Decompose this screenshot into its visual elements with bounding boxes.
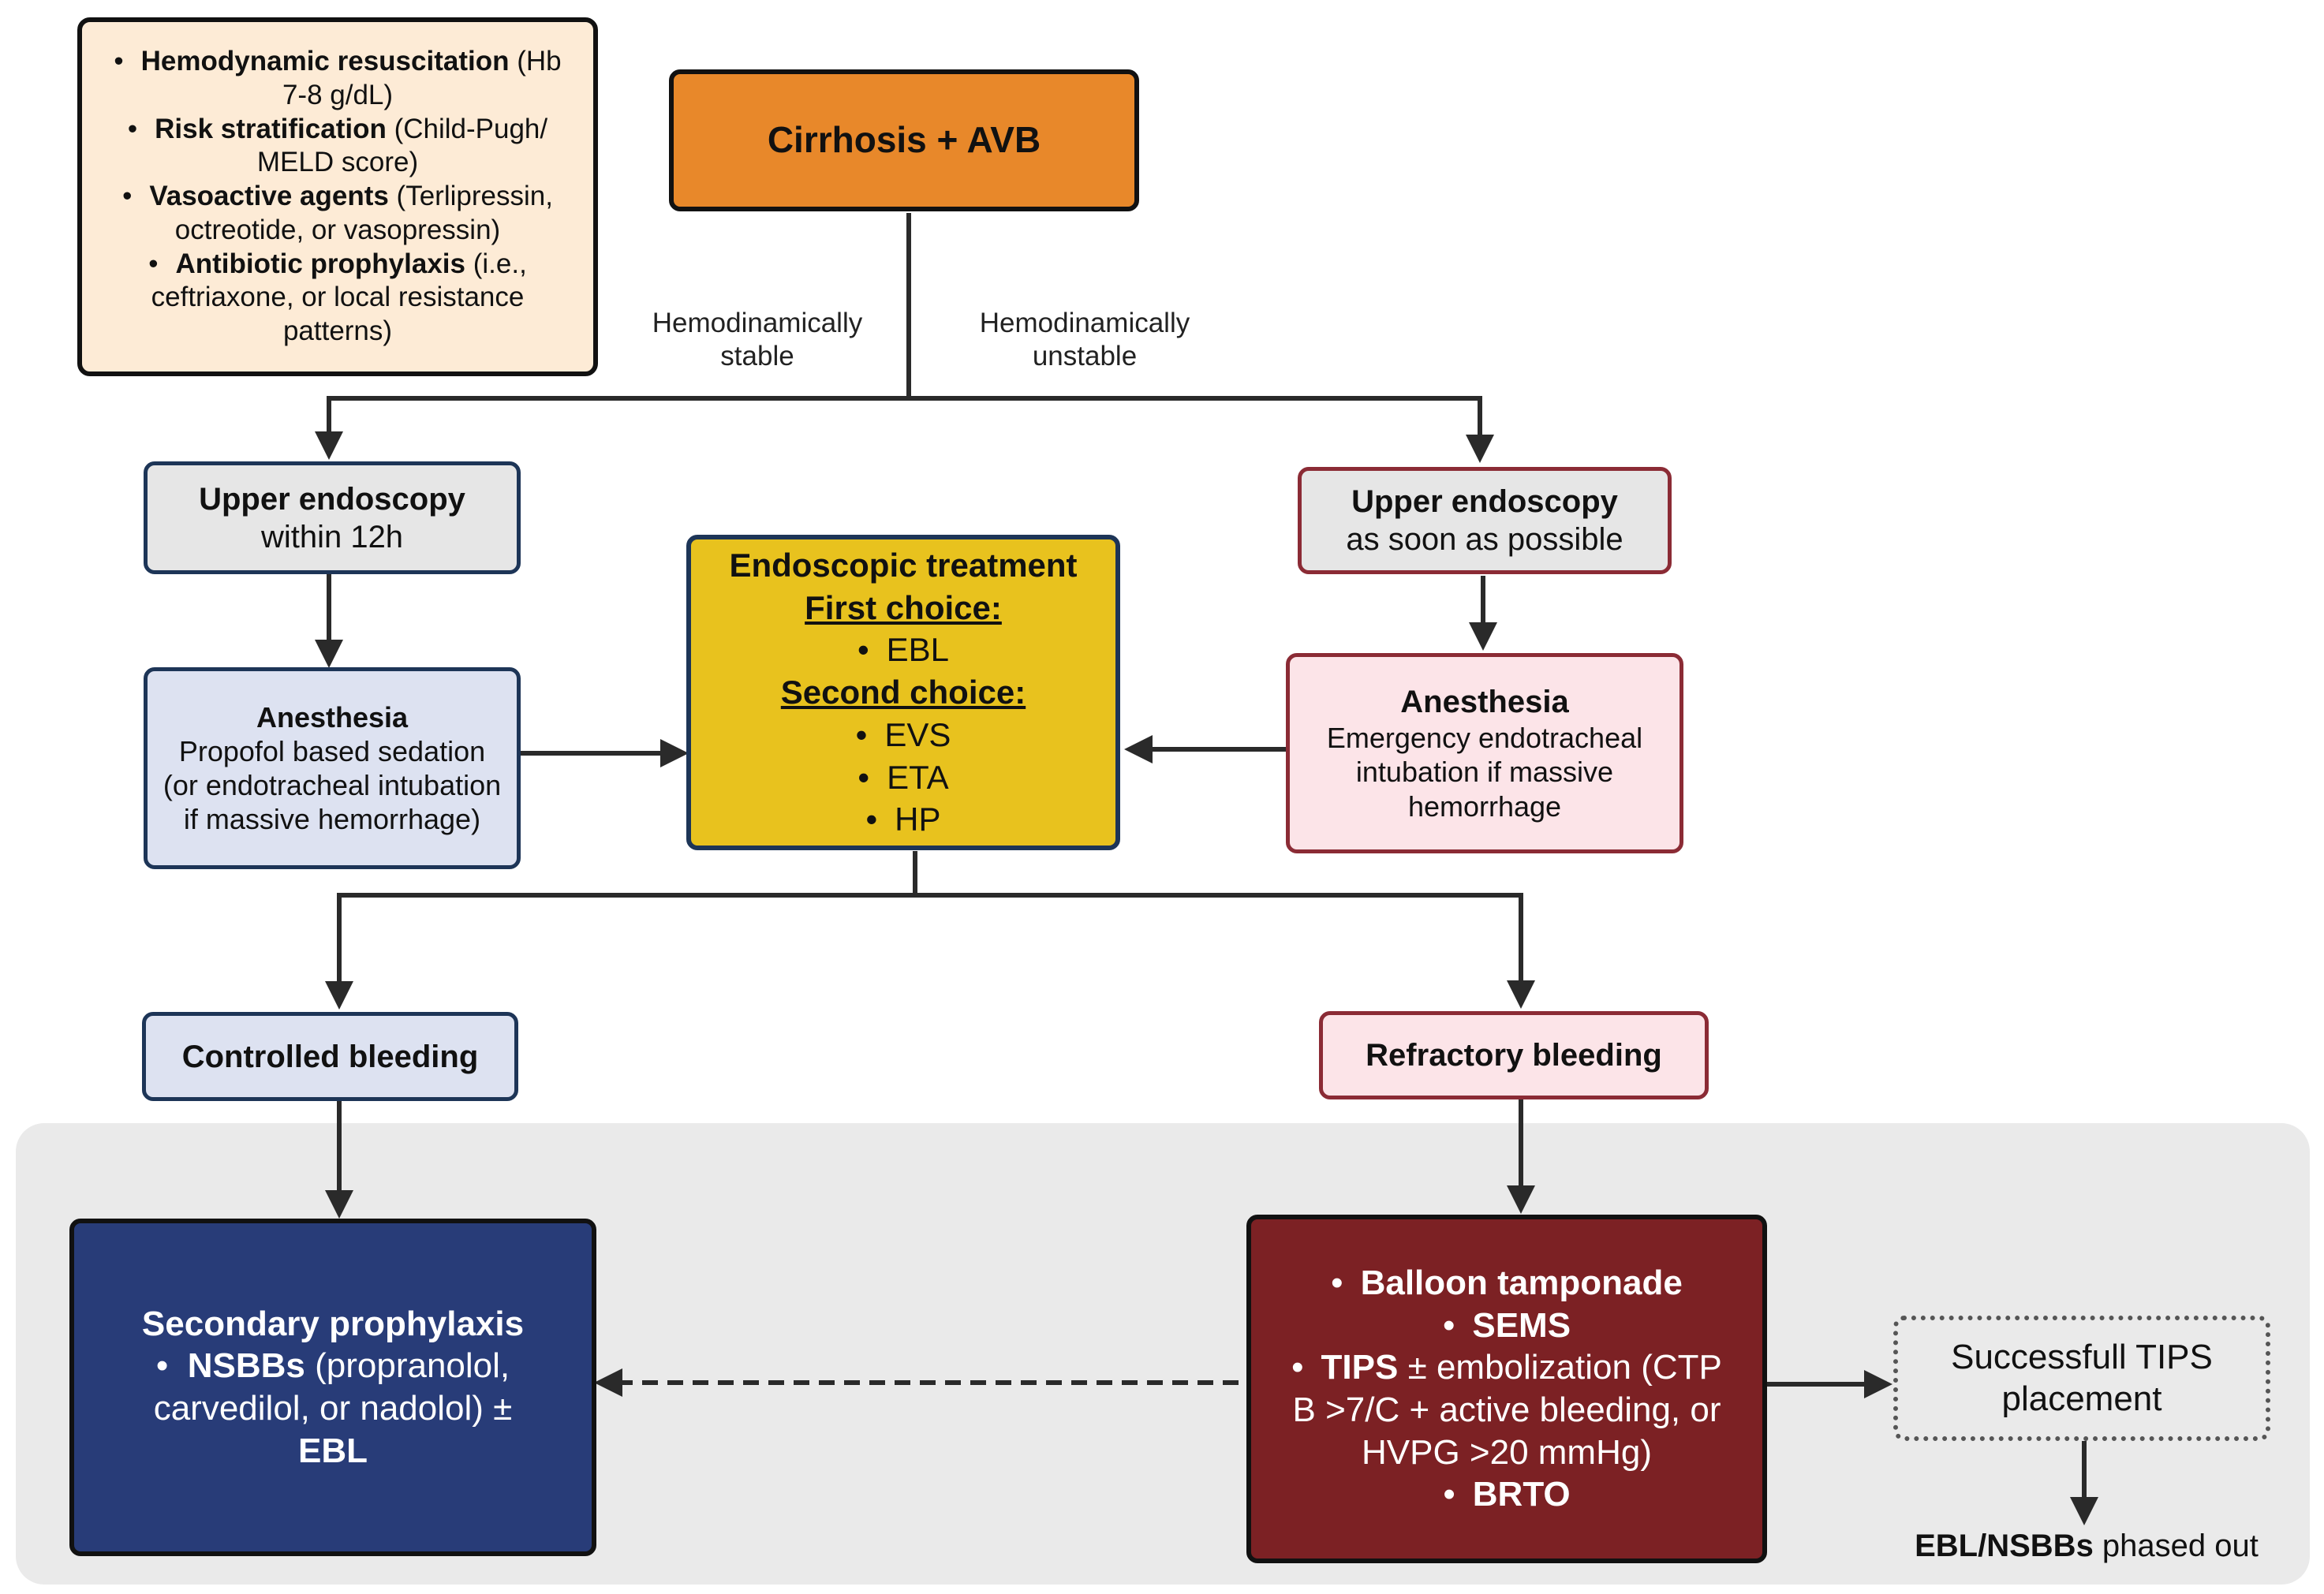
- start-node-cirrhosis-avb: Cirrhosis + AVB: [669, 69, 1139, 211]
- second-choice-item: ETA: [856, 756, 951, 799]
- rescue-list: Balloon tamponade SEMS TIPS ± embolizati…: [1280, 1262, 1734, 1516]
- refractory-bleeding-box: Refractory bleeding: [1319, 1011, 1709, 1099]
- refractory-bleeding-label: Refractory bleeding: [1366, 1038, 1662, 1073]
- tips-success-box: Successfull TIPS placement: [1893, 1316, 2270, 1441]
- endoscopy-unstable-title: Upper endoscopy: [1351, 484, 1618, 519]
- secondary-prophylaxis-box: Secondary prophylaxis • NSBBs (propranol…: [69, 1219, 596, 1556]
- treatment-title: Endoscopic treatment: [729, 546, 1078, 584]
- prophylaxis-ebl: EBL: [298, 1431, 368, 1470]
- controlled-bleeding-box: Controlled bleeding: [142, 1012, 518, 1101]
- rescue-item-tips: TIPS ± embolization (CTP B >7/C + active…: [1280, 1346, 1734, 1473]
- anesthesia-unstable-text: Emergency endotracheal intubation if mas…: [1326, 722, 1643, 823]
- second-choice-item: EVS: [856, 714, 951, 756]
- rescue-item-brto: BRTO: [1280, 1473, 1734, 1516]
- second-choice-item: HP: [856, 798, 951, 841]
- endoscopy-stable-timing: within 12h: [260, 519, 404, 554]
- anesthesia-unstable-title: Anesthesia: [1400, 685, 1569, 720]
- anesthesia-unstable-box: Anesthesia Emergency endotracheal intuba…: [1286, 653, 1683, 853]
- branch-label-unstable: Hemodinamically unstable: [979, 308, 1190, 371]
- initial-item-antibiotic-prophylaxis: Antibiotic prophylaxis (i.e., ceftriaxon…: [98, 248, 577, 349]
- anesthesia-stable-title: Anesthesia: [256, 700, 409, 734]
- initial-item-resuscitation: Hemodynamic resuscitation (Hb 7-8 g/dL): [98, 45, 577, 112]
- prophylaxis-title: Secondary prophylaxis: [141, 1304, 525, 1343]
- second-choice-label: Second choice:: [780, 674, 1026, 711]
- rescue-item-sems: SEMS: [1280, 1305, 1734, 1347]
- start-node-label: Cirrhosis + AVB: [767, 119, 1041, 161]
- initial-item-vasoactive-agents: Vasoactive agents (Terlipressin, octreot…: [98, 180, 577, 247]
- branch-label-stable: Hemodinamically stable: [652, 308, 863, 371]
- rescue-therapies-box: Balloon tamponade SEMS TIPS ± embolizati…: [1246, 1215, 1767, 1563]
- endoscopy-unstable-timing: as soon as possible: [1346, 522, 1623, 557]
- anesthesia-stable-box: Anesthesia Propofol based sedation (or e…: [144, 667, 521, 869]
- endoscopic-treatment-box: Endoscopic treatment First choice: EBL S…: [686, 535, 1120, 850]
- prophylaxis-drugs: • NSBBs (propranolol, carvedilol, or nad…: [153, 1346, 513, 1428]
- initial-item-risk-stratification: Risk stratification (Child-Pugh/ MELD sc…: [98, 113, 577, 180]
- upper-endoscopy-stable-box: Upper endoscopy within 12h: [144, 461, 521, 574]
- first-choice-list: EBL: [857, 629, 949, 671]
- controlled-bleeding-label: Controlled bleeding: [181, 1039, 479, 1074]
- phased-out-note: EBL/NSBBs phased out: [1915, 1529, 2259, 1563]
- initial-management-list: Hemodynamic resuscitation (Hb 7-8 g/dL) …: [98, 45, 577, 348]
- rescue-item-balloon: Balloon tamponade: [1280, 1262, 1734, 1305]
- endoscopy-stable-title: Upper endoscopy: [199, 481, 465, 517]
- first-choice-item: EBL: [857, 629, 949, 671]
- initial-management-box: Hemodynamic resuscitation (Hb 7-8 g/dL) …: [77, 17, 598, 376]
- first-choice-label: First choice:: [805, 588, 1002, 626]
- upper-endoscopy-unstable-box: Upper endoscopy as soon as possible: [1298, 467, 1672, 574]
- anesthesia-stable-text: Propofol based sedation (or endotracheal…: [163, 734, 502, 836]
- tips-success-label: Successfull TIPS placement: [1951, 1337, 2213, 1418]
- second-choice-list: EVS ETA HP: [856, 714, 951, 841]
